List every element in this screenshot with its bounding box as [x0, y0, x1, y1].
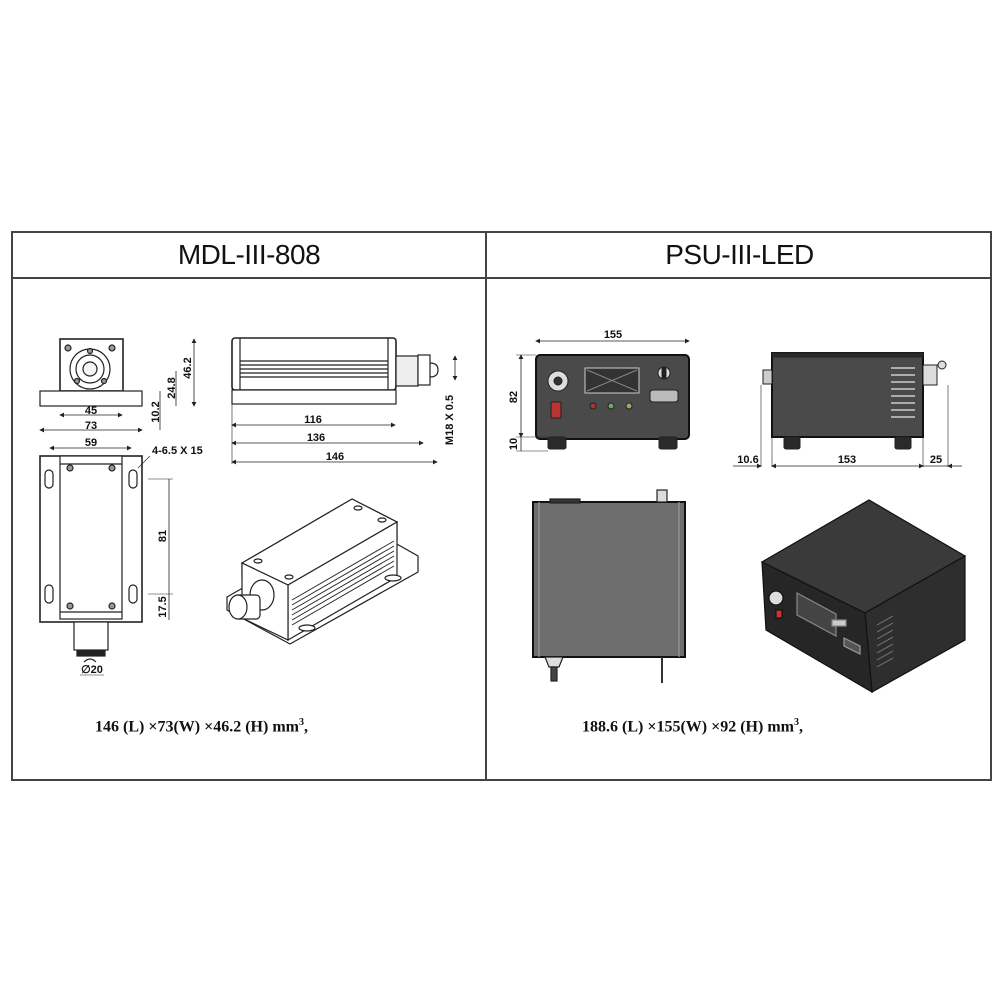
dim-aperture-20: ∅20: [81, 664, 103, 676]
psu-dim-82: 82: [508, 391, 520, 403]
dim-116: 116: [304, 414, 322, 426]
psu-dim-153: 153: [838, 454, 856, 466]
panel-title-psu: PSU-III-LED: [665, 239, 814, 270]
dim-59: 59: [85, 437, 97, 449]
psu-dim-25: 25: [930, 454, 942, 466]
panel-title-mdl: MDL-III-808: [177, 239, 321, 270]
column-divider: [485, 233, 487, 779]
dim-17-5: 17.5: [157, 596, 169, 617]
spec-table: MDL-III-808 PSU-III-LED: [11, 231, 992, 781]
mdl-side-view: [231, 337, 458, 465]
psu-front-view: [516, 338, 690, 452]
mdl-dimensions-caption: 146 (L) ×73(W) ×46.2 (H) mm3,: [95, 717, 308, 736]
slot-spec-label: 4-6.5 X 15: [152, 445, 203, 457]
psu-isometric-view: [760, 499, 967, 694]
dim-81: 81: [157, 530, 169, 542]
dim-10-2: 10.2: [150, 401, 162, 422]
header-divider: [13, 277, 990, 279]
dim-46-2: 46.2: [182, 357, 194, 378]
psu-dim-155: 155: [604, 329, 622, 341]
dim-45: 45: [85, 405, 97, 417]
psu-top-view: [532, 489, 686, 683]
dim-146: 146: [326, 451, 344, 463]
dim-24-8: 24.8: [166, 377, 178, 398]
psu-dim-10: 10: [508, 438, 520, 450]
psu-dimensions-caption: 188.6 (L) ×155(W) ×92 (H) mm3,: [582, 717, 803, 736]
mdl-front-view: [39, 338, 197, 433]
psu-dim-10-6: 10.6: [737, 454, 758, 466]
psu-side-view: [733, 352, 962, 469]
dim-73: 73: [85, 420, 97, 432]
mdl-top-view: [39, 445, 173, 676]
dim-m18-thread: M18 X 0.5: [444, 395, 456, 445]
dim-136: 136: [307, 432, 325, 444]
mdl-isometric-view: [226, 498, 419, 645]
